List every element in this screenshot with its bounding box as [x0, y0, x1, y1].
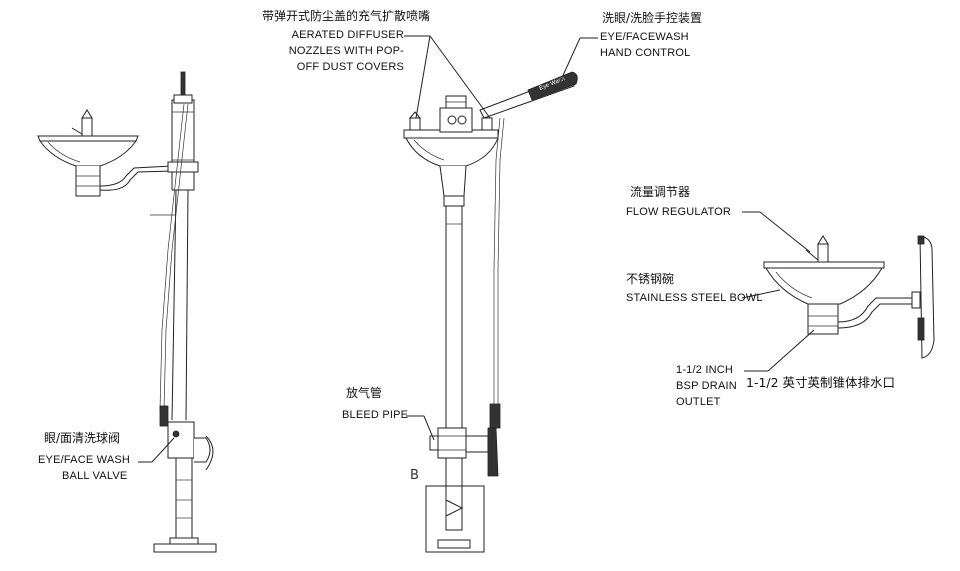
side-view-unit: [37, 71, 217, 553]
hand-control-label-en-2: HAND CONTROL: [600, 47, 691, 59]
section-b-label: B: [410, 468, 419, 483]
drain-label-en-2: BSP DRAIN: [676, 380, 737, 392]
bowl-label-en: STAINLESS STEEL BOWL: [626, 292, 763, 304]
ball-valve-label-cn: 眼/面清洗球阀: [44, 431, 121, 445]
ball-valve-label-en-1: EYE/FACE WASH: [38, 454, 131, 466]
ball-valve-label-en-2: BALL VALVE: [62, 470, 128, 482]
diffuser-label-en-1: AERATED DIFFUSER: [291, 29, 404, 41]
leader-lines: [138, 35, 815, 463]
bleed-pipe-label-cn: 放气管: [346, 386, 383, 400]
hand-control-label-cn: 洗眼/洗脸手控装置: [602, 11, 703, 25]
bowl-label-cn: 不锈钢碗: [626, 272, 675, 286]
diffuser-label-cn: 带弹开式防尘盖的充气扩散喷嘴: [262, 9, 431, 23]
drain-label-en-3: OUTLET: [676, 396, 721, 408]
hand-control-label-en-1: EYE/FACEWASH: [600, 31, 689, 43]
drain-label-en-1: 1-1/2 INCH: [676, 364, 734, 376]
wall-mount-unit: [763, 235, 935, 359]
drain-label-cn: 1-1/2 英寸英制锥体排水口: [746, 375, 896, 390]
bleed-pipe-label-en: BLEED PIPE: [342, 409, 409, 421]
diffuser-label-en-2: NOZZLES WITH POP-: [288, 45, 404, 57]
flow-regulator-label-en: FLOW REGULATOR: [626, 206, 732, 218]
diffuser-label-en-3: OFF DUST COVERS: [296, 61, 404, 73]
front-view-unit: Eye Wash: [403, 71, 578, 553]
flow-regulator-label-cn: 流量调节器: [630, 185, 691, 199]
